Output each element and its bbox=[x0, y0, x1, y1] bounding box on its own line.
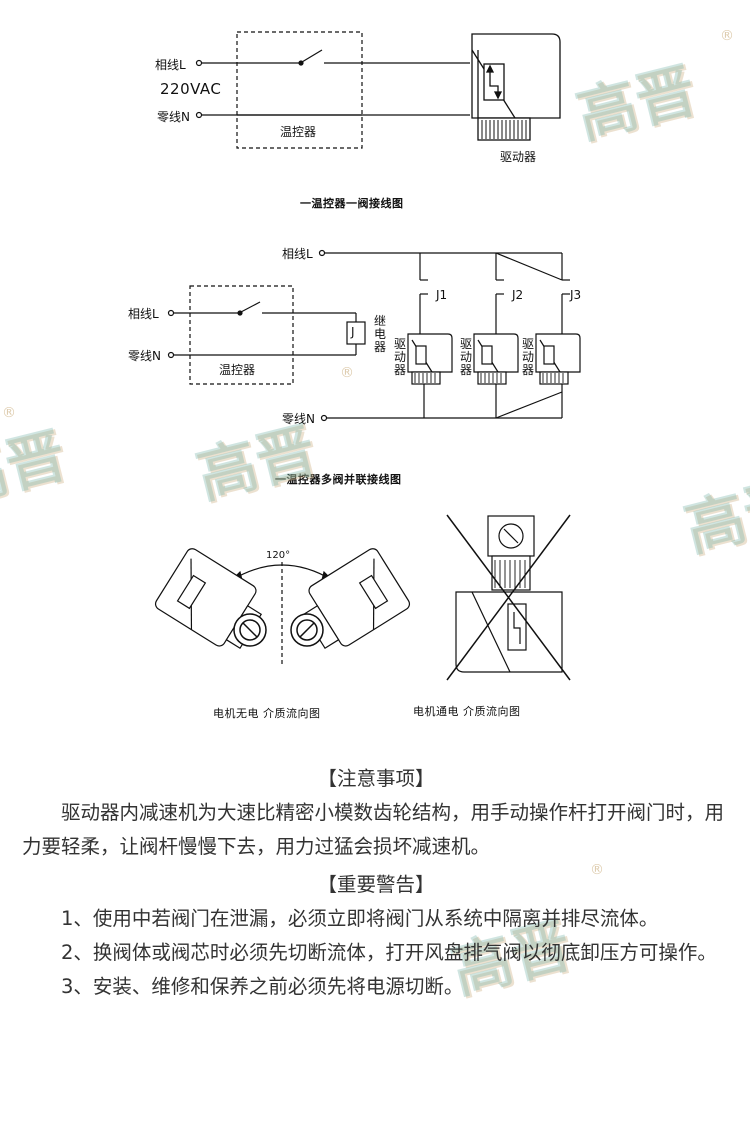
warning-item-3: 3、安装、维修和保养之前必须先将电源切断。 bbox=[61, 975, 464, 998]
attention-title: 【注意事项】 bbox=[317, 767, 435, 790]
caption-no-power: 电机无电 介质流向图 bbox=[213, 707, 321, 720]
wiring-diagram-single bbox=[195, 31, 561, 149]
notes-section: 【注意事项】 驱动器内减速机为大速比精密小模数齿轮结构，用手动操作杆打开阀门时，… bbox=[22, 762, 730, 1004]
cross-out-icon bbox=[446, 514, 571, 681]
caption-powered: 电机通电 介质流向图 bbox=[413, 705, 521, 718]
warning-item-1: 1、使用中若阀门在泄漏，必须立即将阀门从系统中隔离并排尽流体。 bbox=[61, 907, 659, 930]
diagram-caption-parallel: 一温控器多阀并联接线图 bbox=[275, 473, 402, 486]
actuator-inverted-icon bbox=[455, 515, 563, 673]
warning-item-2: 2、换阀体或阀芯时必须先切断流体，打开风盘排气阀以彻底卸压方可操作。 bbox=[61, 941, 717, 964]
actuator-label: 驱动器 bbox=[500, 150, 537, 164]
voltage-label: 220VAC bbox=[160, 80, 222, 98]
contact-j2: J2 bbox=[512, 288, 524, 302]
phase-label: 相线L bbox=[128, 307, 159, 321]
warning-title: 【重要警告】 bbox=[317, 873, 435, 896]
phase-label: 相线L bbox=[155, 58, 186, 72]
valve-icon bbox=[290, 613, 324, 647]
flow-direction-diagram bbox=[154, 514, 571, 681]
contact-j1: J1 bbox=[436, 288, 448, 302]
actuator-label-3: 驱动器 bbox=[521, 337, 534, 377]
thermostat-label: 温控器 bbox=[219, 363, 256, 377]
neutral-bottom-label: 零线N bbox=[282, 412, 315, 426]
angle-label: 120° bbox=[266, 550, 291, 561]
neutral-left-label: 零线N bbox=[128, 349, 161, 363]
actuator-icon bbox=[302, 548, 411, 650]
watermark-reg: ® bbox=[590, 862, 604, 878]
relay-label: 继电器 bbox=[373, 314, 386, 354]
neutral-label: 零线N bbox=[157, 110, 190, 124]
attention-body: 驱动器内减速机为大速比精密小模数齿轮结构，用手动操作杆打开阀门时，用力要轻柔，让… bbox=[22, 801, 725, 858]
wiring-diagram-parallel bbox=[167, 249, 581, 422]
diagram-caption-single: 一温控器一阀接线图 bbox=[300, 197, 404, 210]
watermark-reg: ® bbox=[2, 405, 16, 421]
actuator-label-1: 驱动器 bbox=[393, 337, 406, 377]
thermostat-label: 温控器 bbox=[280, 125, 317, 139]
phase-top-label: 相线L bbox=[282, 247, 313, 261]
relay-symbol: J bbox=[351, 325, 355, 339]
valve-icon bbox=[233, 613, 267, 647]
actuator-icon bbox=[471, 33, 561, 141]
contact-j3: J3 bbox=[570, 288, 582, 302]
actuator-label-2: 驱动器 bbox=[459, 337, 472, 377]
watermark-reg: ® bbox=[340, 365, 354, 381]
watermark-reg: ® bbox=[720, 28, 734, 44]
